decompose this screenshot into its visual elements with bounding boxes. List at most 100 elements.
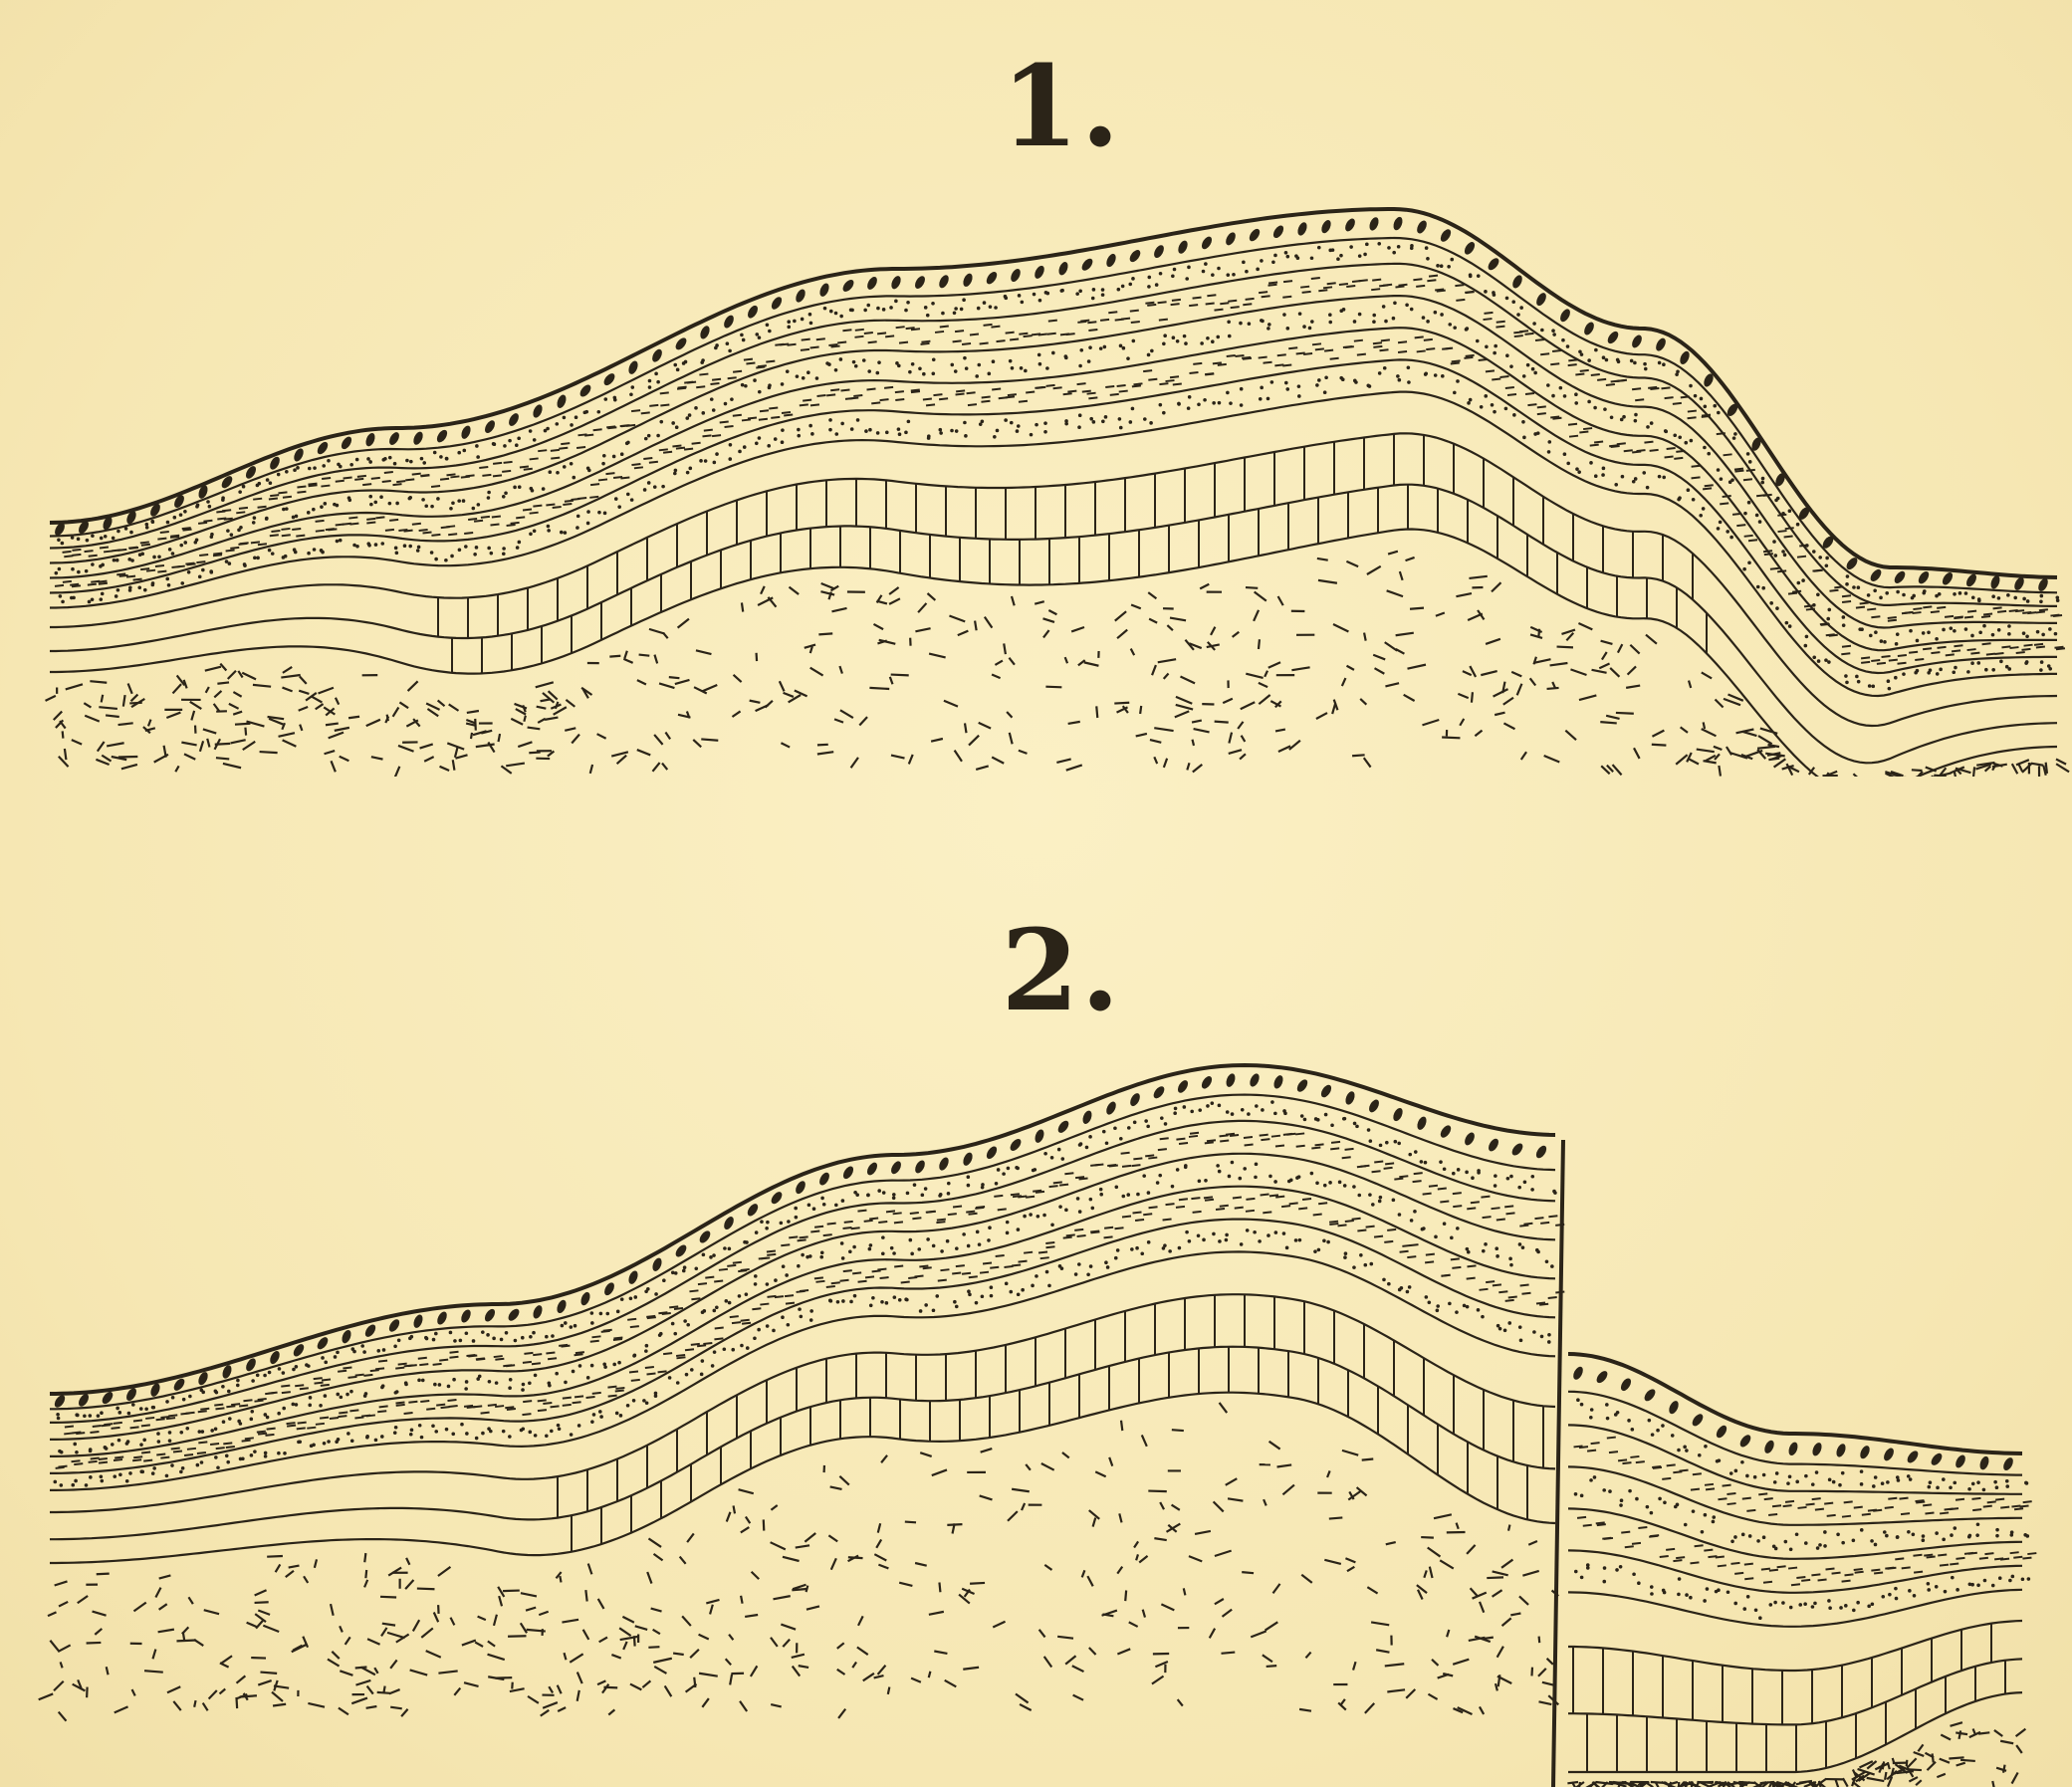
- granite-stroke: [818, 633, 832, 634]
- sand-dot: [1746, 452, 1750, 456]
- sand-dot: [1580, 1403, 1584, 1407]
- shale-dash: [502, 471, 511, 472]
- shale-dash: [420, 1401, 429, 1402]
- shale-dash: [65, 1426, 74, 1427]
- sand-dot: [266, 478, 270, 482]
- shale-dash: [1038, 1252, 1047, 1253]
- shale-dash: [160, 532, 169, 533]
- sand-dot: [797, 434, 801, 438]
- granite-stroke: [427, 709, 438, 716]
- shale-dash: [1214, 310, 1223, 311]
- granite-stroke: [331, 761, 335, 772]
- sand-dot: [1243, 1167, 1247, 1171]
- sand-dot: [597, 511, 601, 515]
- shale-dash: [1871, 1570, 1880, 1571]
- stratum-boundary-line: [1568, 1590, 2022, 1627]
- sand-dot: [968, 1293, 972, 1297]
- granite-stroke: [1774, 759, 1786, 767]
- sand-dot: [671, 1322, 675, 1326]
- granite-stroke: [859, 717, 867, 725]
- shale-dash: [479, 467, 488, 468]
- sand-dot: [195, 538, 199, 542]
- shale-dash: [677, 388, 686, 389]
- sand-dot: [278, 1367, 282, 1371]
- granite-stroke: [471, 733, 472, 739]
- shale-dash: [1371, 289, 1380, 290]
- granite-stroke: [90, 681, 107, 683]
- sand-dot: [151, 581, 155, 585]
- shale-dash: [1105, 386, 1114, 387]
- sand-dot: [264, 1413, 268, 1417]
- shale-dash: [1860, 603, 1869, 604]
- shale-dash: [1798, 1507, 1807, 1508]
- shale-dash: [1133, 383, 1142, 384]
- shale-dash: [1617, 443, 1626, 444]
- shale-dash: [810, 404, 819, 405]
- sand-dot: [1842, 615, 1846, 619]
- shale-dash: [1104, 1236, 1113, 1237]
- granite-stroke: [464, 1682, 479, 1686]
- shale-dash: [524, 1353, 533, 1354]
- granite-stroke: [857, 1648, 868, 1656]
- shale-dash: [800, 1290, 808, 1291]
- shale-dash: [1483, 1217, 1492, 1218]
- sand-dot: [2009, 1533, 2013, 1537]
- sand-dot: [71, 567, 75, 571]
- sand-dot: [1398, 378, 1402, 382]
- granite-stroke: [1428, 1547, 1441, 1556]
- shale-dash: [63, 581, 72, 582]
- granite-stroke: [258, 1680, 271, 1685]
- granite-stroke: [1170, 618, 1186, 621]
- sand-dot: [910, 1252, 914, 1256]
- sand-dot: [1119, 344, 1123, 348]
- shale-dash: [1983, 1506, 1992, 1507]
- sand-dot: [1954, 666, 1957, 670]
- shale-dash: [1768, 1514, 1777, 1515]
- sand-dot: [433, 451, 437, 455]
- shale-dash: [760, 410, 769, 411]
- shale-dash: [74, 1463, 83, 1464]
- shale-dash: [1145, 303, 1154, 304]
- shale-dash: [1967, 611, 1976, 612]
- shale-dash: [895, 399, 904, 400]
- pebble-mark: [1225, 1072, 1237, 1088]
- sand-dot: [1467, 1250, 1471, 1254]
- shale-dash: [1493, 1284, 1501, 1285]
- sand-dot: [712, 1309, 716, 1313]
- sand-dot: [1338, 1181, 1342, 1185]
- sand-dot: [694, 406, 698, 410]
- shale-dash: [494, 1356, 503, 1357]
- granite-stroke: [1503, 698, 1513, 705]
- shale-dash: [316, 521, 325, 522]
- sand-dot: [113, 1474, 116, 1478]
- shale-dash: [1718, 1498, 1727, 1499]
- granite-stroke: [1914, 1752, 1925, 1756]
- sand-dot: [744, 384, 748, 388]
- shale-dash: [1148, 379, 1157, 380]
- shale-dash: [523, 510, 532, 511]
- granite-stroke: [299, 707, 308, 711]
- shale-dash: [1909, 652, 1918, 653]
- sand-dot: [1756, 1539, 1760, 1543]
- shale-dash: [1492, 1208, 1500, 1209]
- granite-stroke: [878, 1523, 880, 1532]
- stratum-boundary-line: [50, 1154, 1555, 1440]
- shale-dash: [601, 1331, 610, 1332]
- sand-dot: [269, 481, 273, 485]
- sand-dot: [819, 1255, 823, 1259]
- granite-stroke: [918, 603, 926, 612]
- granite-stroke: [1340, 1699, 1345, 1706]
- sand-dot: [2007, 624, 2011, 628]
- sand-dot: [766, 1282, 770, 1286]
- sand-dot: [1176, 339, 1180, 343]
- shale-dash: [800, 1236, 808, 1237]
- shale-dash: [160, 1457, 169, 1458]
- sand-dot: [157, 1440, 161, 1444]
- sand-dot: [91, 562, 95, 566]
- granite-stroke: [1329, 1517, 1342, 1518]
- shale-dash: [1496, 1220, 1505, 1221]
- shale-dash: [1742, 1498, 1751, 1499]
- granite-stroke: [1937, 1774, 1945, 1777]
- shale-dash: [1346, 286, 1355, 287]
- sand-dot: [686, 1323, 690, 1327]
